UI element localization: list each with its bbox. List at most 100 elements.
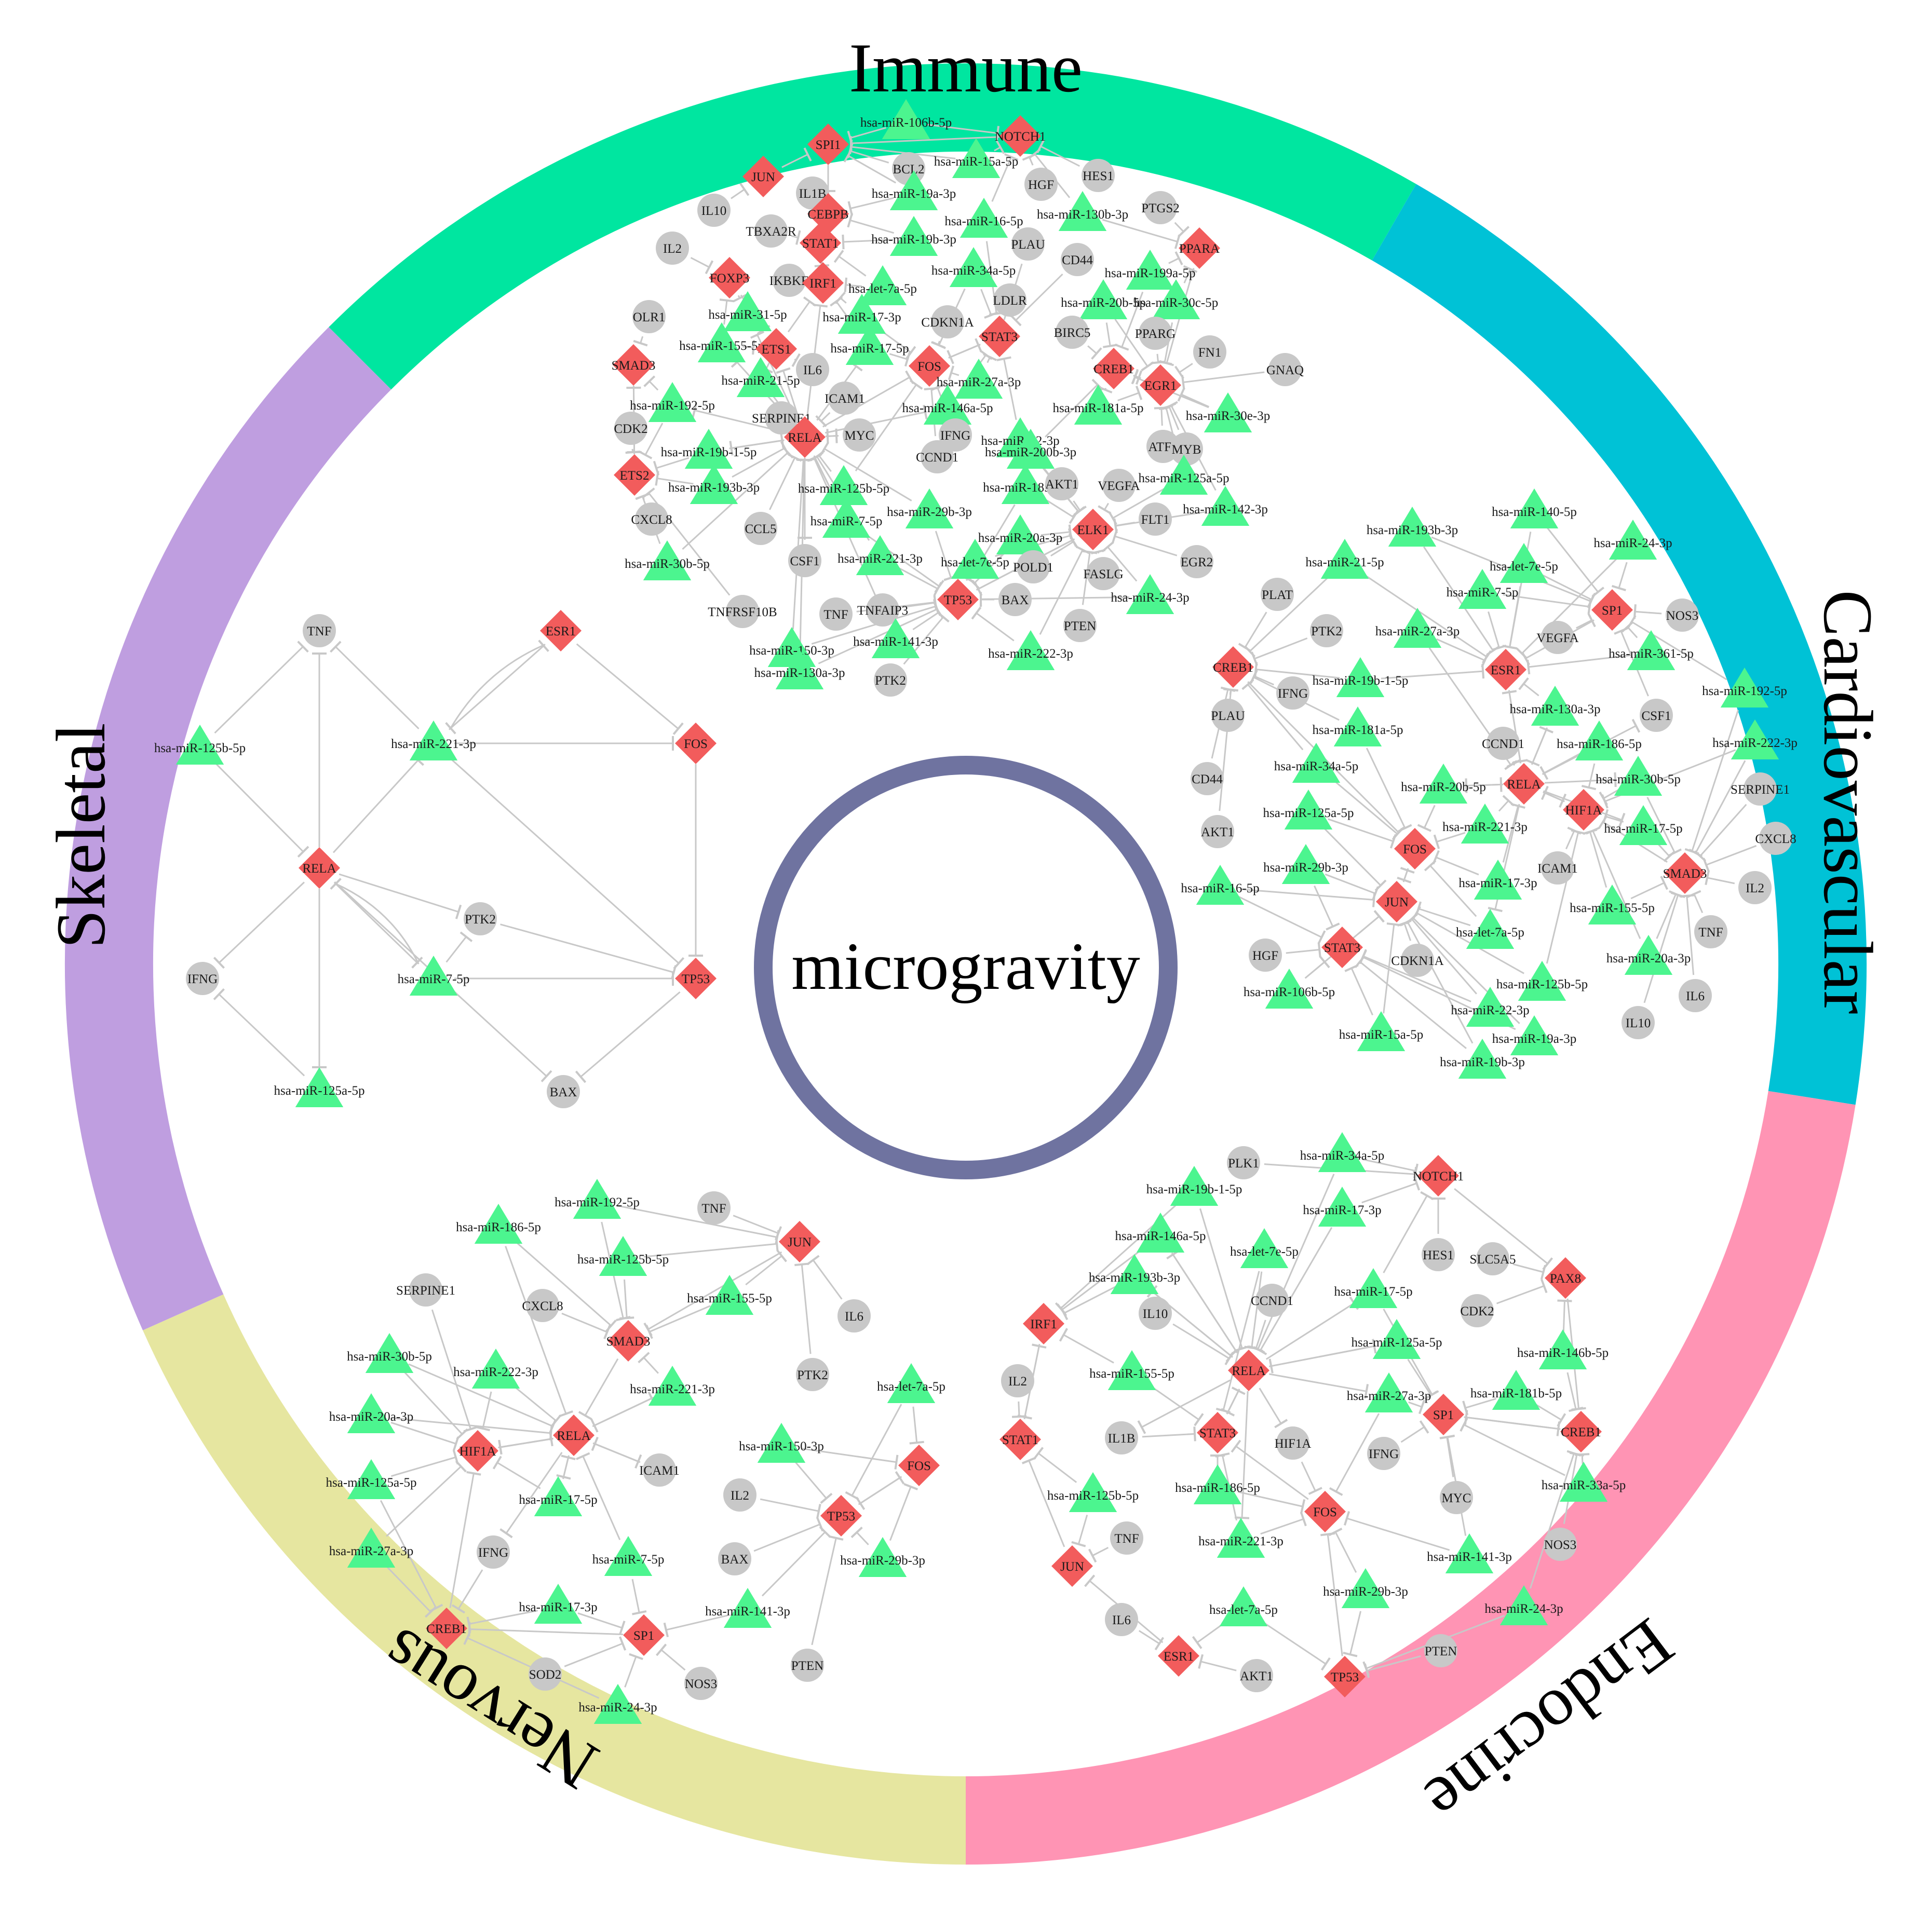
node-pax8[interactable]: PAX8 bbox=[1545, 1257, 1586, 1299]
node-smad3[interactable]: SMAD3 bbox=[606, 1320, 651, 1362]
node-akt1[interactable]: AKT1 bbox=[1240, 1659, 1273, 1692]
node-hsa-mir-130a-3p[interactable]: hsa-miR-130a-3p bbox=[1510, 686, 1601, 726]
node-nos3[interactable]: NOS3 bbox=[684, 1667, 718, 1700]
node-egr1[interactable]: EGR1 bbox=[1140, 364, 1181, 406]
node-ccnd1[interactable]: CCND1 bbox=[1251, 1284, 1293, 1317]
node-csf1[interactable]: CSF1 bbox=[788, 544, 821, 577]
node-hsa-mir-181b-5p[interactable]: hsa-miR-181b-5p bbox=[1470, 1370, 1562, 1410]
node-pparg[interactable]: PPARG bbox=[1135, 317, 1176, 350]
node-hsa-mir-19b-1-5p[interactable]: hsa-miR-19b-1-5p bbox=[1313, 657, 1409, 697]
node-hsa-mir-221-3p[interactable]: hsa-miR-221-3p bbox=[1198, 1518, 1284, 1558]
node-creb1[interactable]: CREB1 bbox=[1560, 1411, 1602, 1452]
node-cxcl8[interactable]: CXCL8 bbox=[631, 502, 672, 536]
node-hsa-mir-222-3p[interactable]: hsa-miR-222-3p bbox=[988, 630, 1073, 670]
node-il2[interactable]: IL2 bbox=[1738, 871, 1772, 904]
node-tnf[interactable]: TNF bbox=[303, 614, 336, 647]
node-nos3[interactable]: NOS3 bbox=[1544, 1528, 1577, 1561]
node-hsa-mir-30b-5p[interactable]: hsa-miR-30b-5p bbox=[1596, 756, 1681, 796]
node-tp53[interactable]: TP53 bbox=[675, 958, 717, 999]
node-hsa-mir-155-5p[interactable]: hsa-miR-155-5p bbox=[687, 1275, 772, 1315]
node-nos3[interactable]: NOS3 bbox=[1666, 599, 1699, 632]
node-ets2[interactable]: ETS2 bbox=[614, 454, 655, 496]
node-hsa-mir-181a-5p[interactable]: hsa-miR-181a-5p bbox=[1053, 385, 1144, 425]
node-fos[interactable]: FOS bbox=[1304, 1491, 1346, 1532]
node-hsa-mir-125a-5p[interactable]: hsa-miR-125a-5p bbox=[1352, 1319, 1442, 1359]
node-rela[interactable]: RELA bbox=[553, 1415, 595, 1456]
node-esr1[interactable]: ESR1 bbox=[540, 610, 582, 651]
node-esr1[interactable]: ESR1 bbox=[1485, 649, 1526, 690]
node-cdk2[interactable]: CDK2 bbox=[1460, 1294, 1494, 1327]
node-pten[interactable]: PTEN bbox=[791, 1649, 824, 1682]
node-smad3[interactable]: SMAD3 bbox=[612, 344, 656, 386]
node-hsa-mir-221-3p[interactable]: hsa-miR-221-3p bbox=[837, 535, 923, 575]
node-icam1[interactable]: ICAM1 bbox=[825, 382, 865, 415]
node-hsa-mir-15a-5p[interactable]: hsa-miR-15a-5p bbox=[1339, 1011, 1423, 1051]
node-cd44[interactable]: CD44 bbox=[1191, 762, 1224, 795]
node-myc[interactable]: MYC bbox=[843, 418, 876, 452]
node-ptgs2[interactable]: PTGS2 bbox=[1141, 191, 1180, 224]
node-ifng[interactable]: IFNG bbox=[477, 1535, 510, 1569]
node-akt1[interactable]: AKT1 bbox=[1201, 815, 1234, 848]
node-bax[interactable]: BAX bbox=[998, 583, 1032, 616]
node-egr2[interactable]: EGR2 bbox=[1180, 545, 1213, 578]
node-il6[interactable]: IL6 bbox=[796, 353, 829, 386]
node-hsa-mir-125b-5p[interactable]: hsa-miR-125b-5p bbox=[1496, 961, 1588, 1001]
node-hsa-mir-221-3p[interactable]: hsa-miR-221-3p bbox=[630, 1366, 715, 1406]
node-hsa-mir-186-5p[interactable]: hsa-miR-186-5p bbox=[1557, 720, 1642, 760]
node-jun[interactable]: JUN bbox=[1051, 1545, 1093, 1587]
node-fos[interactable]: FOS bbox=[675, 723, 717, 764]
node-il10[interactable]: IL10 bbox=[1139, 1297, 1172, 1330]
node-rela[interactable]: RELA bbox=[1228, 1350, 1269, 1391]
node-hsa-mir-155-5p[interactable]: hsa-miR-155-5p bbox=[1570, 885, 1655, 924]
node-il6[interactable]: IL6 bbox=[1679, 979, 1712, 1012]
node-cdkn1a[interactable]: CDKN1A bbox=[921, 305, 974, 338]
node-ldlr[interactable]: LDLR bbox=[993, 283, 1027, 317]
node-hsa-mir-141-3p[interactable]: hsa-miR-141-3p bbox=[705, 1588, 790, 1628]
node-hsa-mir-150-3p[interactable]: hsa-miR-150-3p bbox=[749, 627, 834, 667]
node-tp53[interactable]: TP53 bbox=[937, 579, 979, 620]
node-irf1[interactable]: IRF1 bbox=[1023, 1303, 1064, 1344]
node-hgf[interactable]: HGF bbox=[1024, 168, 1058, 201]
node-tnf[interactable]: TNF bbox=[819, 597, 853, 631]
node-hes1[interactable]: HES1 bbox=[1422, 1238, 1455, 1271]
node-foxp3[interactable]: FOXP3 bbox=[709, 257, 750, 298]
node-hgf[interactable]: HGF bbox=[1249, 939, 1282, 972]
node-cdk2[interactable]: CDK2 bbox=[614, 412, 647, 445]
node-gnaq[interactable]: GNAQ bbox=[1266, 353, 1304, 386]
node-il10[interactable]: IL10 bbox=[1622, 1006, 1655, 1039]
node-hsa-mir-125b-5p[interactable]: hsa-miR-125b-5p bbox=[1047, 1472, 1139, 1512]
node-hsa-mir-106b-5p[interactable]: hsa-miR-106b-5p bbox=[1244, 969, 1335, 1009]
node-elk1[interactable]: ELK1 bbox=[1072, 509, 1114, 550]
node-hsa-mir-19b-1-5p[interactable]: hsa-miR-19b-1-5p bbox=[1146, 1166, 1242, 1206]
node-hsa-mir-34a-5p[interactable]: hsa-miR-34a-5p bbox=[1300, 1132, 1384, 1172]
node-ccl5[interactable]: CCL5 bbox=[744, 512, 777, 545]
node-hsa-mir-221-3p[interactable]: hsa-miR-221-3p bbox=[1442, 804, 1528, 844]
node-hsa-mir-20a-3p[interactable]: hsa-miR-20a-3p bbox=[978, 514, 1062, 554]
node-hsa-mir-17-5p[interactable]: hsa-miR-17-5p bbox=[1334, 1268, 1412, 1308]
node-hsa-let-7e-5p[interactable]: hsa-let-7e-5p bbox=[1230, 1228, 1299, 1268]
node-hsa-mir-30e-3p[interactable]: hsa-miR-30e-3p bbox=[1186, 392, 1270, 432]
node-vegfa[interactable]: VEGFA bbox=[1098, 469, 1140, 502]
node-il1b[interactable]: IL1B bbox=[1105, 1421, 1138, 1454]
node-ikbke[interactable]: IKBKE bbox=[769, 264, 809, 297]
node-hsa-mir-193b-3p[interactable]: hsa-miR-193b-3p bbox=[1367, 507, 1458, 547]
node-tnf[interactable]: TNF bbox=[1110, 1521, 1143, 1555]
node-csf1[interactable]: CSF1 bbox=[1640, 699, 1673, 732]
node-hsa-mir-193b-3p[interactable]: hsa-miR-193b-3p bbox=[1089, 1254, 1180, 1294]
node-tnfaip3[interactable]: TNFAIP3 bbox=[857, 593, 908, 627]
node-esr1[interactable]: ESR1 bbox=[1158, 1635, 1199, 1677]
node-akt1[interactable]: AKT1 bbox=[1045, 467, 1078, 500]
node-hif1a[interactable]: HIF1A bbox=[1275, 1426, 1312, 1460]
node-bax[interactable]: BAX bbox=[718, 1542, 751, 1575]
node-hsa-mir-30b-5p[interactable]: hsa-miR-30b-5p bbox=[347, 1333, 432, 1373]
node-hsa-mir-29b-3p[interactable]: hsa-miR-29b-3p bbox=[840, 1537, 925, 1577]
node-tnfrsf10b[interactable]: TNFRSF10B bbox=[708, 595, 777, 628]
node-hsa-mir-222-3p[interactable]: hsa-miR-222-3p bbox=[453, 1349, 538, 1389]
node-sod2[interactable]: SOD2 bbox=[529, 1657, 562, 1691]
node-ptk2[interactable]: PTK2 bbox=[1310, 614, 1343, 647]
node-stat3[interactable]: STAT3 bbox=[979, 316, 1020, 357]
node-icam1[interactable]: ICAM1 bbox=[639, 1453, 680, 1487]
node-hsa-mir-186-5p[interactable]: hsa-miR-186-5p bbox=[1175, 1464, 1260, 1504]
node-ppara[interactable]: PPARA bbox=[1179, 227, 1220, 269]
node-hsa-mir-17-5p[interactable]: hsa-miR-17-5p bbox=[1604, 805, 1682, 845]
